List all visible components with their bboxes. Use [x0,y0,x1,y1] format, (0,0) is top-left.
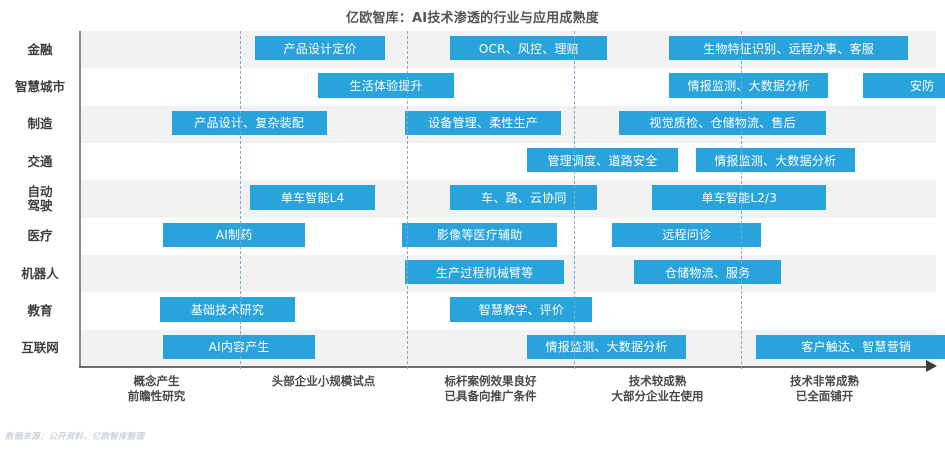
y-axis-label-line: 金融 [27,41,53,57]
x-tick-line: 已具备向推广条件 [444,389,537,403]
bar-segment[interactable]: 单车智能L2/3 [652,185,827,210]
bar-segment[interactable]: 仓储物流、服务 [634,260,782,285]
y-axis-label-line: 驾驶 [27,198,53,213]
gridline [574,31,575,369]
x-tick-line: 技术非常成熟 [790,374,859,388]
x-axis-tick-label-1: 概念产生前瞻性研究 [77,374,237,404]
x-axis-tick-label-3: 标杆案例效果良好已具备向推广条件 [411,374,571,404]
bar-segment[interactable]: 生产过程机械臂等 [405,260,564,285]
source-note: 数据来源：公开资料、亿欧智库整理 [5,432,145,442]
y-axis-label-制造: 制造 [4,117,76,131]
y-axis-label-机器人: 机器人 [4,265,76,281]
bar-segment[interactable]: 情报监测、大数据分析 [695,148,855,173]
y-axis-label-自动驾驶: 自动驾驶 [4,185,76,213]
bar-segment[interactable]: 智慧教学、评价 [450,297,593,322]
x-tick-line: 头部企业小规模试点 [271,374,376,388]
x-tick-line: 大部分企业在使用 [611,389,704,403]
x-axis-tick-label-2: 头部企业小规模试点 [244,374,404,389]
y-axis-label-line: 教育 [27,303,53,318]
y-axis-label-教育: 教育 [4,304,76,318]
y-axis-label-金融: 金融 [4,41,76,57]
bar-segment[interactable]: 产品设计、复杂装配 [171,110,327,135]
y-axis-label-交通: 交通 [4,153,76,169]
y-axis-label-line: 制造 [27,116,53,132]
y-axis-label-line: 交通 [27,153,53,169]
bar-segment[interactable]: 管理调度、道路安全 [527,148,678,173]
bar-segment[interactable]: OCR、风控、理赔 [450,36,608,61]
x-axis-line [79,366,928,368]
bar-segment[interactable]: 车、路、云协同 [450,185,598,210]
bar-segment[interactable]: 生活体验提升 [318,73,454,98]
bar-segment[interactable]: 视觉质检、仓储物流、售后 [619,110,827,135]
bar-segment[interactable]: 客户触达、智慧营销 [756,334,945,359]
bar-segment[interactable]: AI内容产生 [163,334,316,359]
x-tick-line: 前瞻性研究 [127,389,186,403]
gridline [741,31,742,369]
bar-segment[interactable]: 产品设计定价 [255,36,386,61]
gridline [240,31,241,369]
y-axis-label-line: 机器人 [21,265,59,281]
bar-segment[interactable]: 单车智能L4 [250,185,376,210]
bar-segment[interactable]: 设备管理、柔性生产 [405,110,561,135]
bar-segment[interactable]: 安防 [862,73,945,98]
y-axis-line [79,31,81,367]
y-axis-label-智慧城市: 智慧城市 [4,80,76,94]
bar-segment[interactable]: 远程问诊 [612,222,762,247]
bar-segment[interactable]: 影像等医疗辅助 [401,222,558,247]
x-axis-tick-label-5: 技术非常成熟已全面铺开 [745,374,905,404]
y-axis-label-互联网: 互联网 [4,341,76,355]
y-axis-label-line: 医疗 [27,228,53,244]
gridline [407,31,408,369]
x-tick-line: 标杆案例效果良好 [444,374,537,388]
x-tick-line: 技术较成熟 [628,374,687,388]
x-tick-line: 概念产生 [133,374,180,388]
bar-segment[interactable]: AI制药 [163,222,306,247]
y-axis-label-医疗: 医疗 [4,229,76,243]
x-axis-arrow-icon [926,360,937,372]
y-axis-label-line: 自动 [27,184,53,199]
bar-segment[interactable]: 情报监测、大数据分析 [527,334,686,359]
y-axis-label-line: 智慧城市 [14,79,65,94]
chart-title: 亿欧智库：AI技术渗透的行业与应用成熟度 [346,11,599,26]
y-axis-label-line: 互联网 [21,340,59,356]
x-axis-tick-label-4: 技术较成熟大部分企业在使用 [578,374,738,404]
bar-segment[interactable]: 情报监测、大数据分析 [669,73,828,98]
bar-segment[interactable]: 生物特征识别、远程办事、客服 [669,36,908,61]
y-axis-labels: 金融智慧城市制造交通自动驾驶医疗机器人教育互联网 [0,31,76,367]
x-tick-line: 已全面铺开 [795,389,854,403]
bar-segment[interactable]: 基础技术研究 [159,297,296,322]
